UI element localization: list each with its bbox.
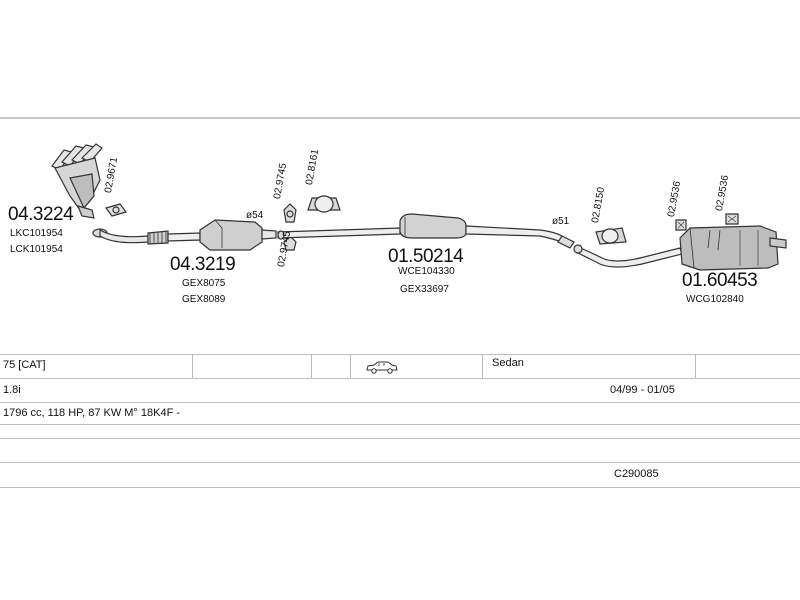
clamp-1-shape [283, 203, 297, 223]
cell-divider [350, 355, 351, 379]
cell-divider [311, 355, 312, 379]
reference-cell: C290085 [614, 468, 659, 480]
manifold-code-2: LCK101954 [10, 244, 63, 255]
body-type-cell: Sedan [492, 357, 524, 369]
gasket-shape [104, 203, 128, 217]
cell-divider [482, 355, 483, 379]
table-row: 1796 cc, 118 HP, 87 KW M° 18K4F - [0, 402, 800, 425]
pipe-diameter-2: ø51 [552, 216, 570, 227]
cell-divider [695, 355, 696, 379]
exhaust-drawing [51, 143, 787, 271]
manifold-shape [51, 143, 103, 219]
catalyst-code-2: GEX8089 [182, 294, 226, 305]
table-row [0, 424, 800, 439]
mid-pipe-shape [277, 227, 401, 240]
middle-silencer-code-2: GEX33697 [400, 284, 449, 295]
top-border [0, 117, 800, 119]
rubber-1-shape [675, 219, 687, 231]
middle-silencer-shape [399, 213, 467, 239]
table-row [0, 438, 800, 463]
middle-silencer-number: 01.50214 [388, 246, 464, 267]
hanger-1-shape [307, 195, 341, 213]
manifold-number: 04.3224 [8, 204, 74, 225]
spec-cell: 1796 cc, 118 HP, 87 KW M° 18K4F - [3, 407, 181, 419]
car-sedan-icon [366, 360, 398, 379]
catalyst-shape [199, 219, 277, 251]
pipe-diameter-1: ø54 [246, 210, 264, 221]
hanger-2-shape [595, 227, 627, 245]
catalyst-code-1: GEX8075 [182, 278, 226, 289]
cell-divider [192, 355, 193, 379]
table-row: C290085 [0, 462, 800, 488]
rear-silencer-number: 01.60453 [682, 270, 758, 291]
rubber-2-shape [725, 213, 739, 225]
engine-cell: 1.8i [3, 384, 21, 396]
manifold-code-1: LKC101954 [10, 228, 63, 239]
exhaust-diagram: 04.3224 LKC101954 LCK101954 02.9671 04.3… [0, 118, 800, 353]
years-cell: 04/99 - 01/05 [610, 384, 675, 396]
middle-silencer-code-1: WCE104330 [398, 266, 455, 277]
rear-pipe-shape [465, 225, 575, 249]
table-row: 1.8i 04/99 - 01/05 [0, 378, 800, 403]
model-cell: 75 [CAT] [3, 359, 46, 371]
tail-pipe-shape [573, 244, 683, 268]
catalyst-number: 04.3219 [170, 254, 236, 275]
rear-silencer-code-1: WCG102840 [686, 294, 744, 305]
table-row: 75 [CAT] Sedan [0, 354, 800, 379]
rear-silencer-shape [679, 225, 787, 271]
down-pipe-shape [92, 228, 201, 245]
